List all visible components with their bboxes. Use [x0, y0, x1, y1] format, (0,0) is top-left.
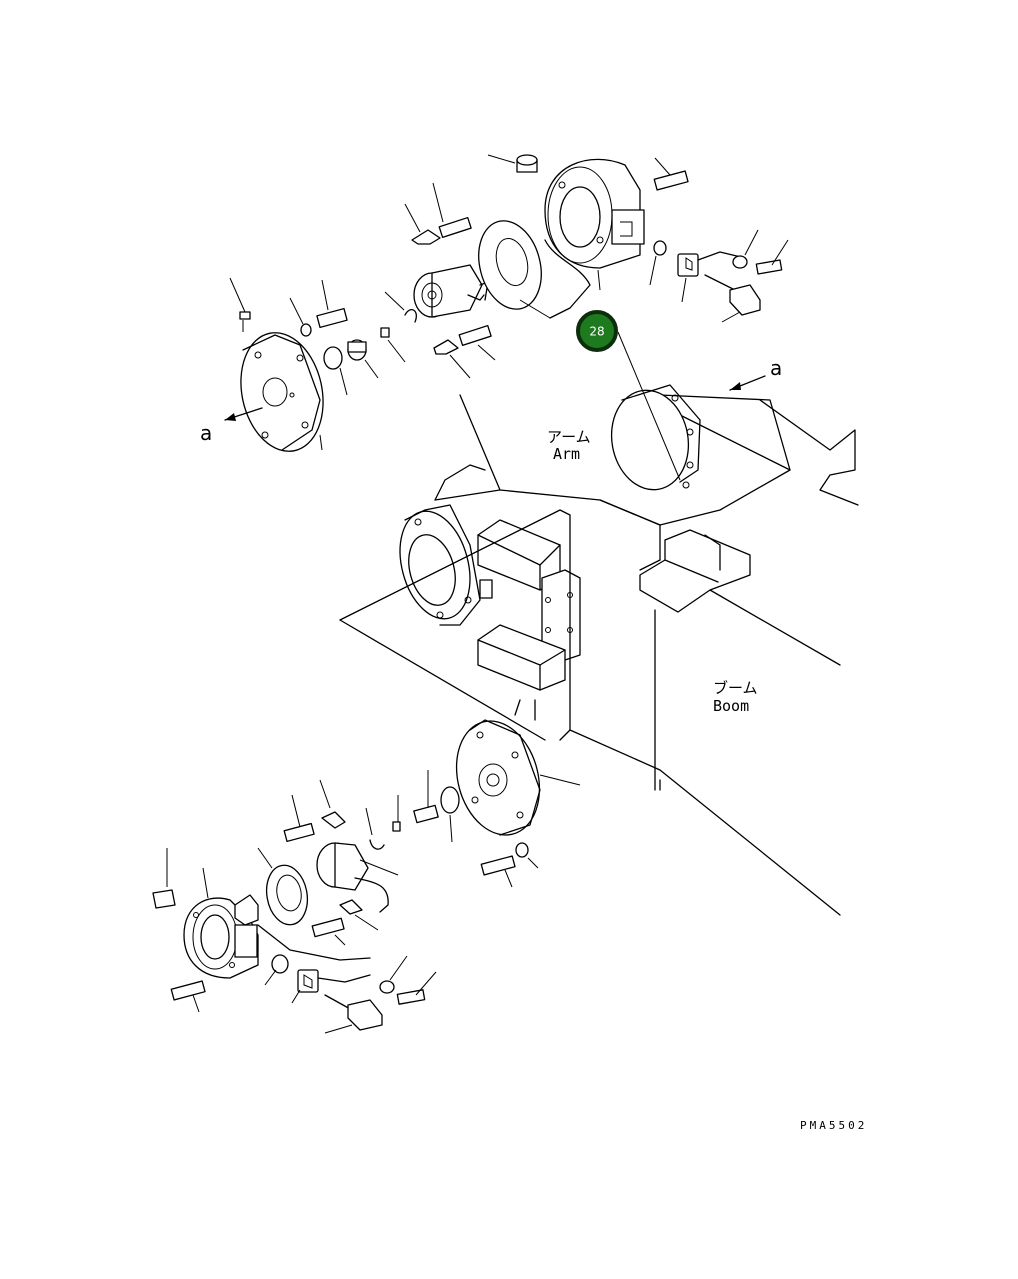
view-marker-right-label: a: [770, 356, 782, 380]
boom-label-en: Boom: [713, 697, 749, 715]
boom-sensor-assembly: [152, 719, 581, 1034]
arm-label-jp: アーム: [547, 428, 591, 446]
boom-label-jp: ブーム: [713, 679, 758, 697]
arm-label-en: Arm: [553, 445, 580, 463]
view-marker-right: a: [729, 356, 782, 391]
callout-number[interactable]: 28: [589, 325, 604, 339]
callout-badge[interactable]: 28: [576, 310, 618, 352]
arm-sensor-assembly: [229, 154, 789, 481]
view-marker-left: a: [200, 407, 263, 445]
drawing-code: PMA5502: [800, 1119, 867, 1132]
boom-arm-structure: [339, 384, 859, 916]
view-marker-left-label: a: [200, 421, 212, 445]
